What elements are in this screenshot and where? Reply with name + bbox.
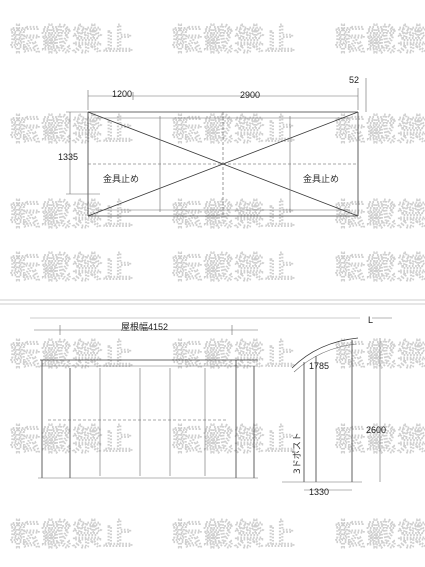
watermark-text: 転載禁止 — [172, 23, 296, 58]
watermark-text: 転載禁止 — [172, 338, 296, 373]
watermark-text: 転載禁止 — [335, 23, 425, 58]
watermark-layer: 転載禁止 転載禁止 転載禁止 転載禁止 転載禁止 転載禁止 転載禁止 転載禁止 … — [9, 22, 425, 553]
dim-right-width: 2900 — [240, 90, 260, 100]
note-post: 3ドポスト — [292, 432, 303, 474]
watermark-text: 転載禁止 — [172, 423, 296, 458]
side-section: L 1785 2600 1330 3ドポスト — [282, 315, 392, 497]
watermark-text: 転載禁止 — [10, 518, 134, 553]
label-top-right: L — [368, 315, 373, 325]
roof-curve — [291, 337, 359, 369]
watermark-text: 転載禁止 — [335, 113, 425, 148]
watermark-text: 転載禁止 — [172, 518, 296, 553]
dim-corner: 52 — [349, 75, 359, 85]
watermark-text: 転載禁止 — [10, 251, 134, 286]
watermark-text: 転載禁止 — [335, 198, 425, 233]
watermark-text: 転載禁止 — [172, 198, 296, 233]
dim-depth: 1335 — [58, 152, 78, 162]
watermark-text: 転載禁止 — [335, 518, 425, 553]
watermark-text: 転載禁止 — [10, 423, 134, 458]
watermark-text: 転載禁止 — [10, 338, 134, 373]
watermark-text: 転載禁止 — [10, 198, 134, 233]
plan-view: 1200 2900 52 1335 金具止め 金具止め — [58, 75, 367, 217]
watermark-text: 転載禁止 — [172, 251, 296, 286]
note-left-corner: 金具止め — [103, 173, 139, 185]
dim-roof-width: 屋根幅4152 — [121, 321, 168, 332]
dim-base-width: 1330 — [309, 487, 329, 497]
front-elevation: 屋根幅4152 — [34, 321, 258, 479]
dim-top-height: 1785 — [309, 361, 329, 371]
dim-left-width: 1200 — [112, 89, 132, 99]
watermark-text: 転載禁止 — [335, 251, 425, 286]
watermark-text: 転載禁止 — [10, 113, 134, 148]
watermark-text: 転載禁止 — [10, 23, 134, 58]
note-right-corner: 金具止め — [303, 173, 339, 185]
section-separator — [0, 299, 425, 319]
dim-total-height: 2600 — [366, 425, 386, 435]
watermark-text: 転載禁止 — [172, 113, 296, 148]
